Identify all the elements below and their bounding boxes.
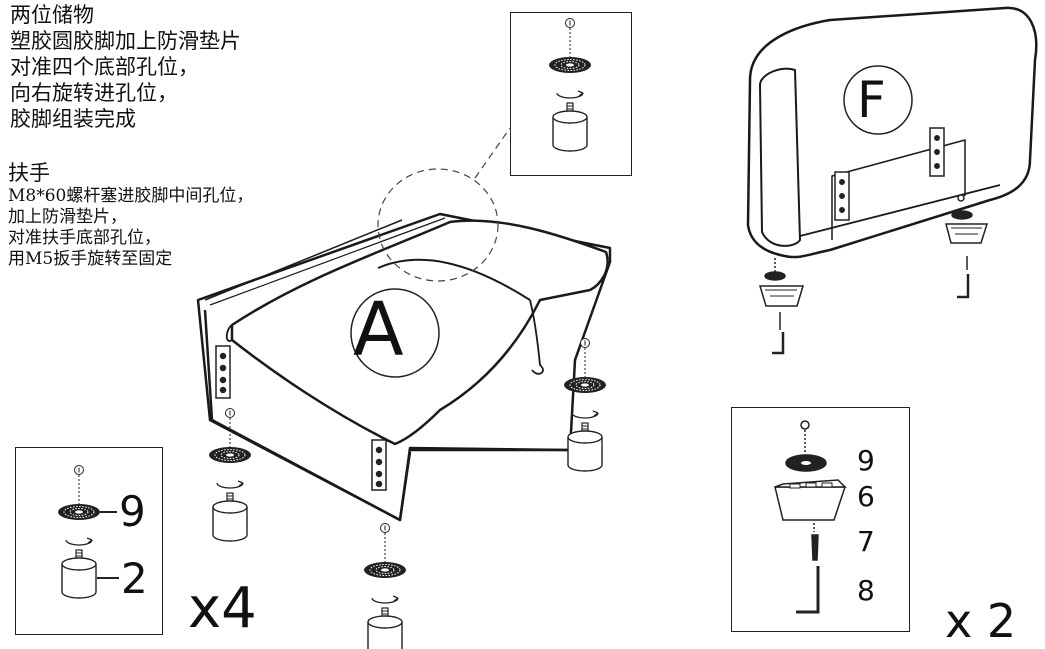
wrench-part-number: 8	[857, 574, 875, 607]
armrest-instructions-line: 用M5扳手旋转至固定	[8, 249, 173, 269]
foot-assembly	[58, 466, 100, 599]
bolt-part-number: 7	[857, 525, 875, 558]
armrest-quantity: x 2	[945, 594, 1017, 648]
feet-instructions: 两位储物 塑胶圆胶脚加上防滑垫片 对准四个底部孔位， 向右旋转进孔位， 胶脚组装…	[10, 2, 241, 132]
armrest-instructions-line: 对准扶手底部孔位，	[8, 228, 161, 248]
armrest-foot-exploded	[774, 420, 847, 614]
armrest-label: F	[857, 71, 886, 129]
foot-part-number: 2	[121, 554, 148, 603]
armrest-panel	[746, 6, 1038, 259]
armrest-instructions-line: 加上防滑垫片，	[8, 207, 127, 227]
armrest-foot-assembly	[945, 194, 989, 299]
feet-instructions-line: 塑胶圆胶脚加上防滑垫片	[10, 29, 241, 53]
armrest-instructions: 扶手 M8*60螺杆塞进胶脚中间孔位， 加上防滑垫片， 对准扶手底部孔位， 用M…	[8, 160, 253, 270]
feet-instructions-line: 胶脚组装完成	[10, 107, 136, 131]
sofa-label-circle	[350, 288, 440, 378]
foot-detail-box-left	[15, 447, 163, 635]
feet-instructions-line: 向右旋转进孔位，	[10, 81, 178, 105]
feet-quantity: x4	[188, 576, 257, 641]
armrest-foot-assembly	[758, 258, 805, 355]
pad-part-number: 9	[857, 444, 875, 477]
detail-callout	[377, 127, 511, 282]
feet-instructions-title: 两位储物	[10, 3, 94, 27]
armrest-brackets	[834, 127, 945, 221]
pad-part-number: 9	[119, 487, 146, 536]
bracket-plates	[215, 345, 387, 491]
block-foot-part-number: 6	[857, 480, 875, 513]
armrest-instructions-line: M8*60螺杆塞进胶脚中间孔位，	[8, 186, 254, 206]
armrest-label-circle	[843, 65, 913, 135]
sofa-label: A	[353, 287, 404, 373]
foot-assembly	[549, 19, 591, 152]
armrest-instructions-title: 扶手	[8, 161, 50, 185]
foot-assembly	[364, 524, 406, 649]
feet-instructions-line: 对准四个底部孔位，	[10, 55, 199, 79]
